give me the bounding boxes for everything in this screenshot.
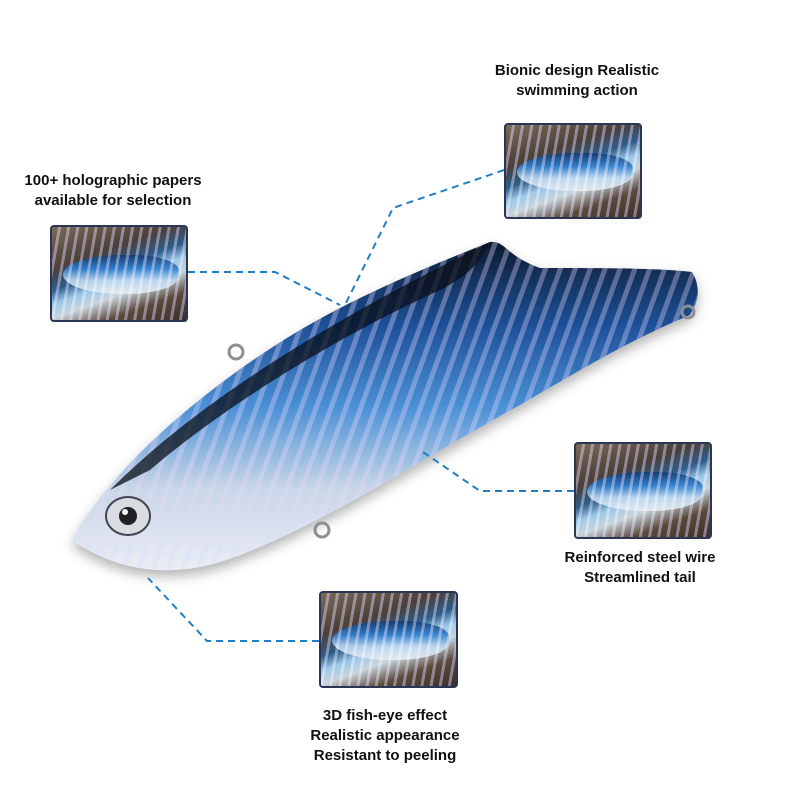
lure-body xyxy=(72,241,698,571)
caption-holographic: 100+ holographic papers available for se… xyxy=(13,171,213,211)
caption-bionic: Bionic design Realistic swimming action xyxy=(477,61,677,101)
caption-line: Bionic design Realistic xyxy=(494,62,660,79)
photo-eye-detail xyxy=(319,591,458,688)
caption-line: available for selection xyxy=(34,192,192,209)
caption-line: 100+ holographic papers xyxy=(24,172,202,189)
caption-line: Resistant to peeling xyxy=(313,747,457,764)
caption-line: Realistic appearance xyxy=(310,727,460,744)
wire-rings xyxy=(227,304,696,539)
caption-line: Streamlined tail xyxy=(584,569,696,586)
caption-steel: Reinforced steel wire Streamlined tail xyxy=(540,548,740,588)
leader-lines xyxy=(147,169,574,642)
photo-holographic-detail xyxy=(50,225,188,322)
caption-eye: 3D fish-eye effect Realistic appearance … xyxy=(285,706,485,766)
photo-bionic-detail xyxy=(504,123,642,219)
eye-icon xyxy=(105,496,151,536)
caption-line: Reinforced steel wire xyxy=(564,549,716,566)
caption-line: 3D fish-eye effect xyxy=(322,707,448,724)
caption-line: swimming action xyxy=(516,82,638,99)
photo-tail-detail xyxy=(574,442,712,539)
